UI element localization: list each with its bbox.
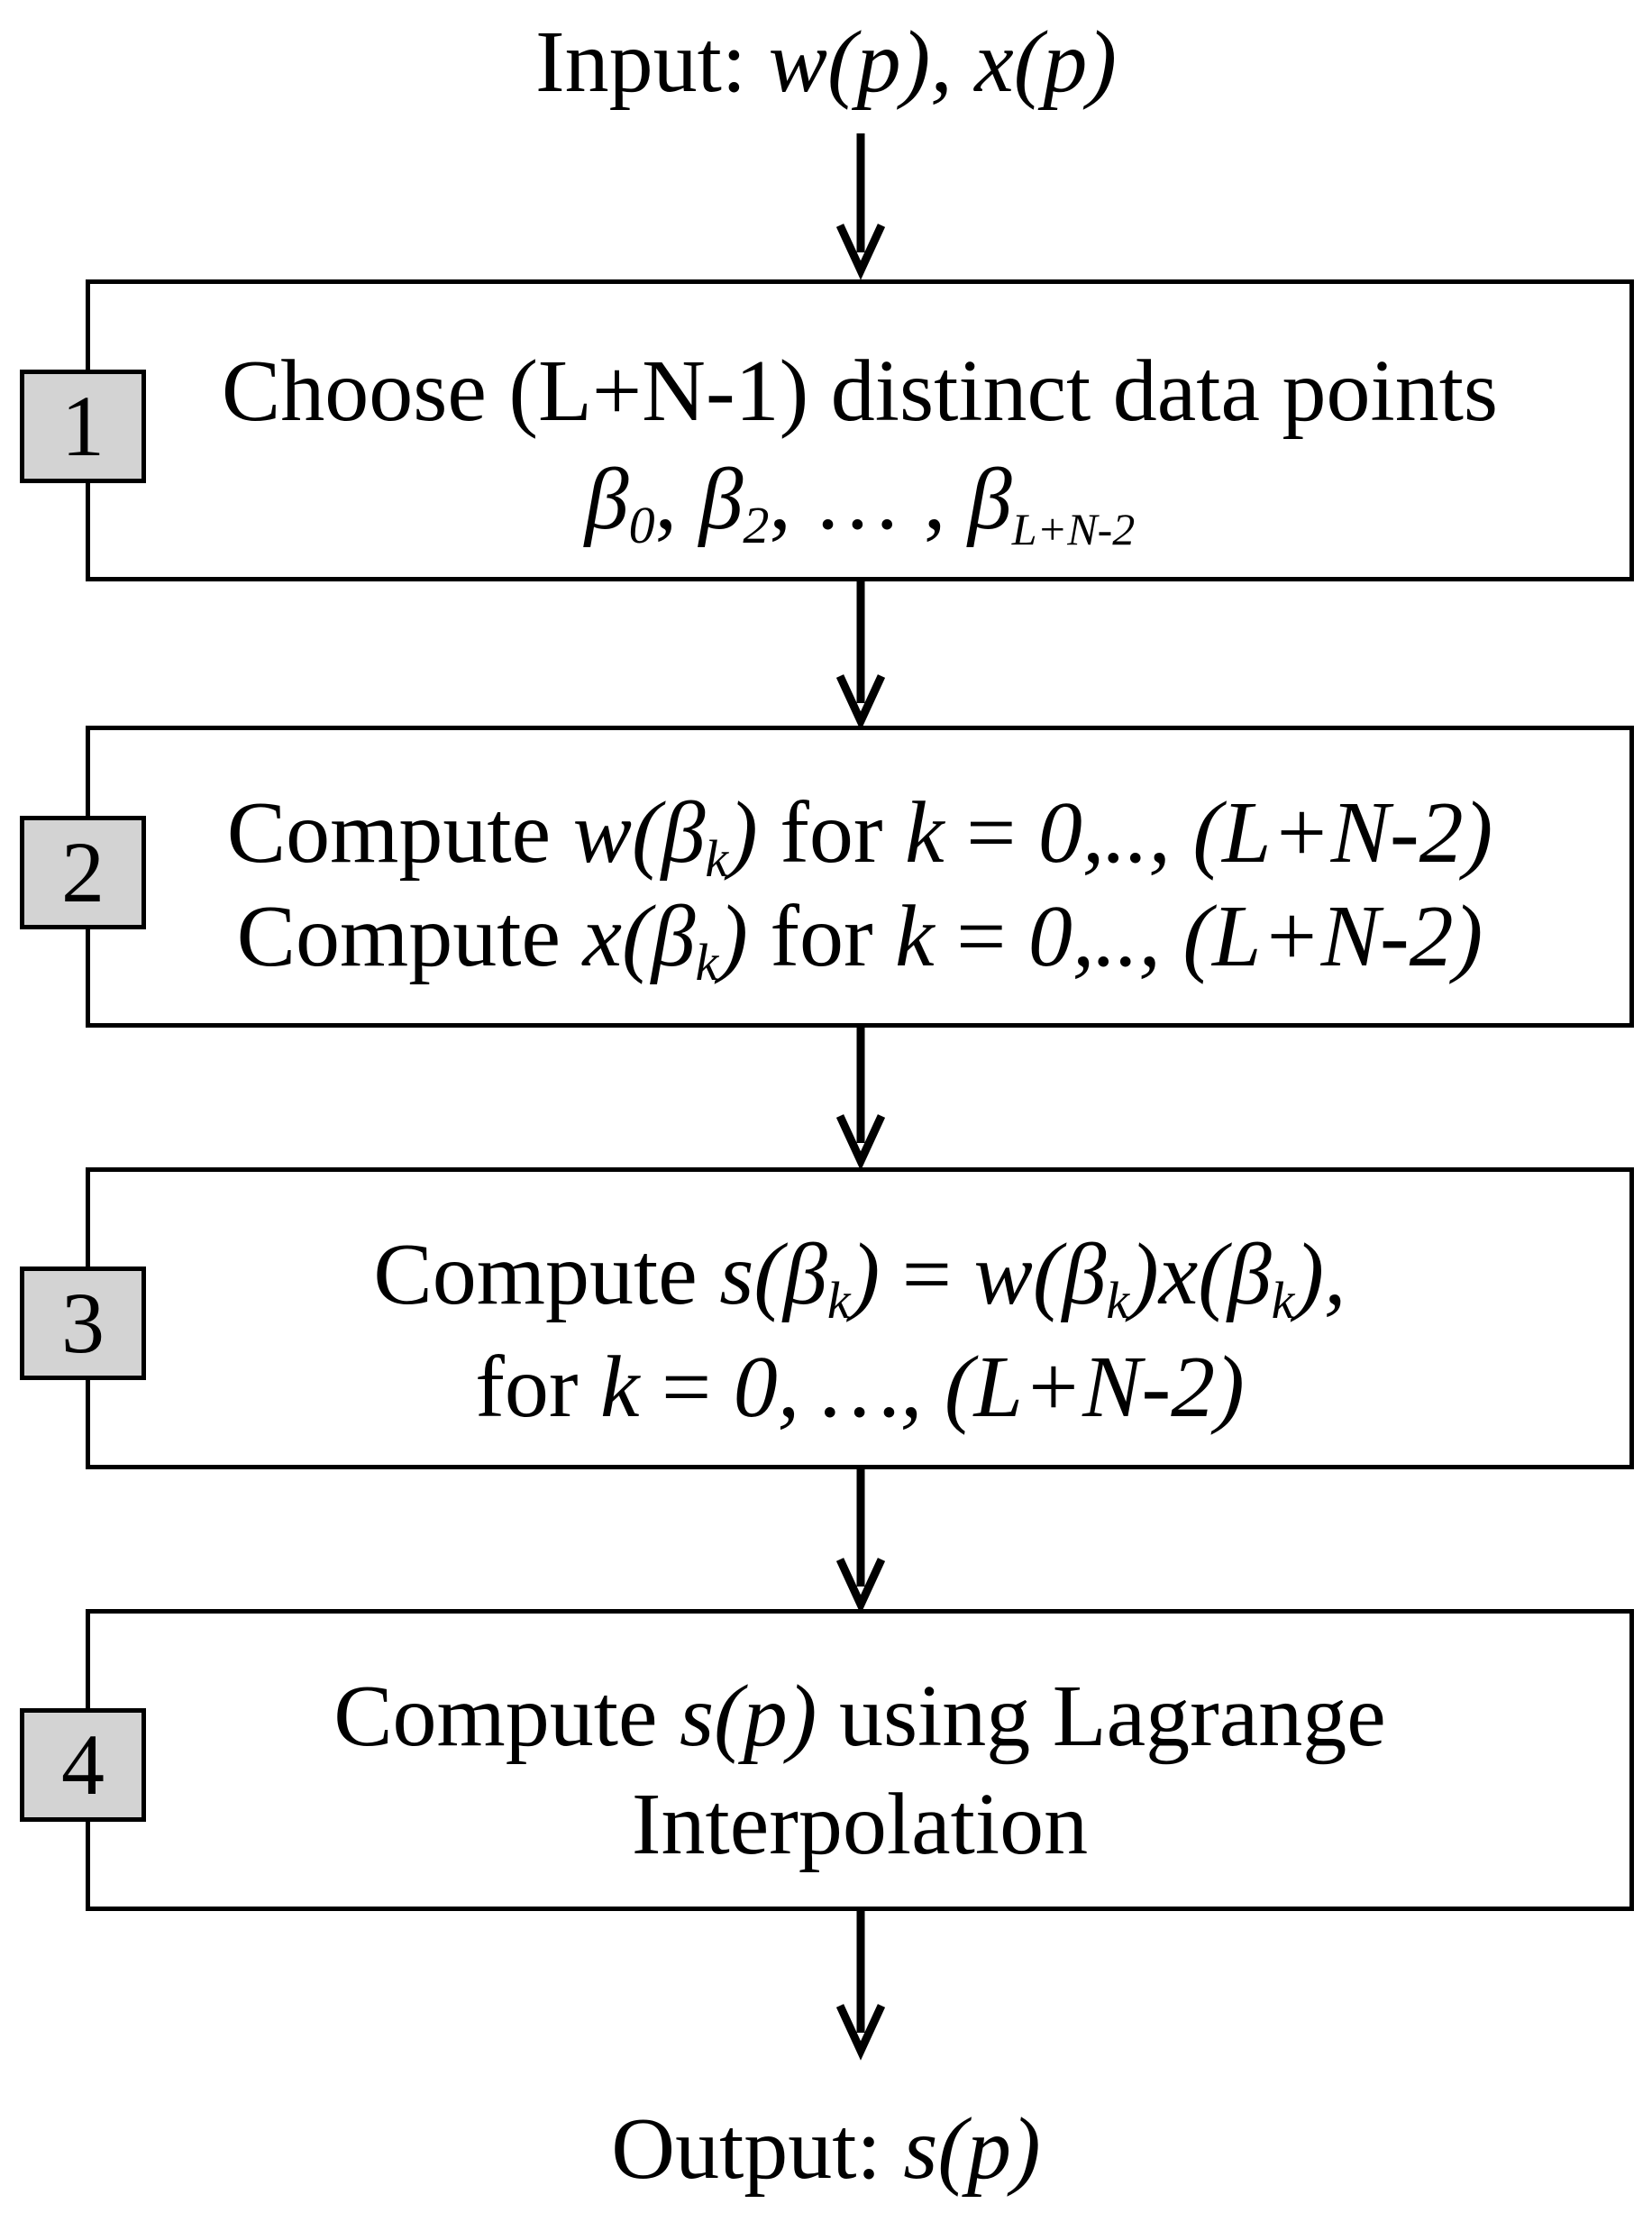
arrow-step4-to-output — [835, 1911, 886, 2061]
output-label: Output: s(p) — [0, 2105, 1652, 2193]
step-4-box — [86, 1609, 1634, 1911]
step-2-line1: Compute w(βk) for k = 0,.., (L+N-2) — [226, 784, 1493, 889]
arrow-step2-to-step3 — [835, 1028, 886, 1171]
step-2-badge: 2 — [20, 816, 146, 929]
step-2-line2: Compute x(βk) for k = 0,.., (L+N-2) — [236, 888, 1483, 992]
arrow-step3-to-step4 — [835, 1469, 886, 1614]
input-text: Input: — [535, 14, 747, 111]
step-1-line1: Choose (L+N-1) distinct data points — [221, 343, 1499, 440]
step-1-box — [86, 279, 1634, 581]
input-vars: w(p), x(p) — [768, 14, 1117, 111]
arrow-input-to-step1 — [835, 133, 886, 280]
output-text: Output: — [611, 2100, 904, 2198]
input-label: Input: w(p), x(p) — [0, 18, 1652, 106]
step-3-badge: 3 — [20, 1267, 146, 1380]
output-var: s(p) — [903, 2100, 1041, 2198]
step-3-box — [86, 1167, 1634, 1469]
arrow-step1-to-step2 — [835, 581, 886, 731]
step-1-line2: β0, β2, … , βL+N-2 — [584, 451, 1136, 555]
step-1-badge: 1 — [20, 370, 146, 483]
step-3-line2: for k = 0, …, (L+N-2) — [475, 1339, 1245, 1436]
step-3-line1: Compute s(βk) = w(βk)x(βk), — [373, 1226, 1346, 1331]
step-4-line2: Interpolation — [631, 1776, 1089, 1873]
step-4-line1: Compute s(p) using Lagrange — [333, 1668, 1386, 1765]
step-4-badge: 4 — [20, 1708, 146, 1822]
step-2-box — [86, 726, 1634, 1028]
